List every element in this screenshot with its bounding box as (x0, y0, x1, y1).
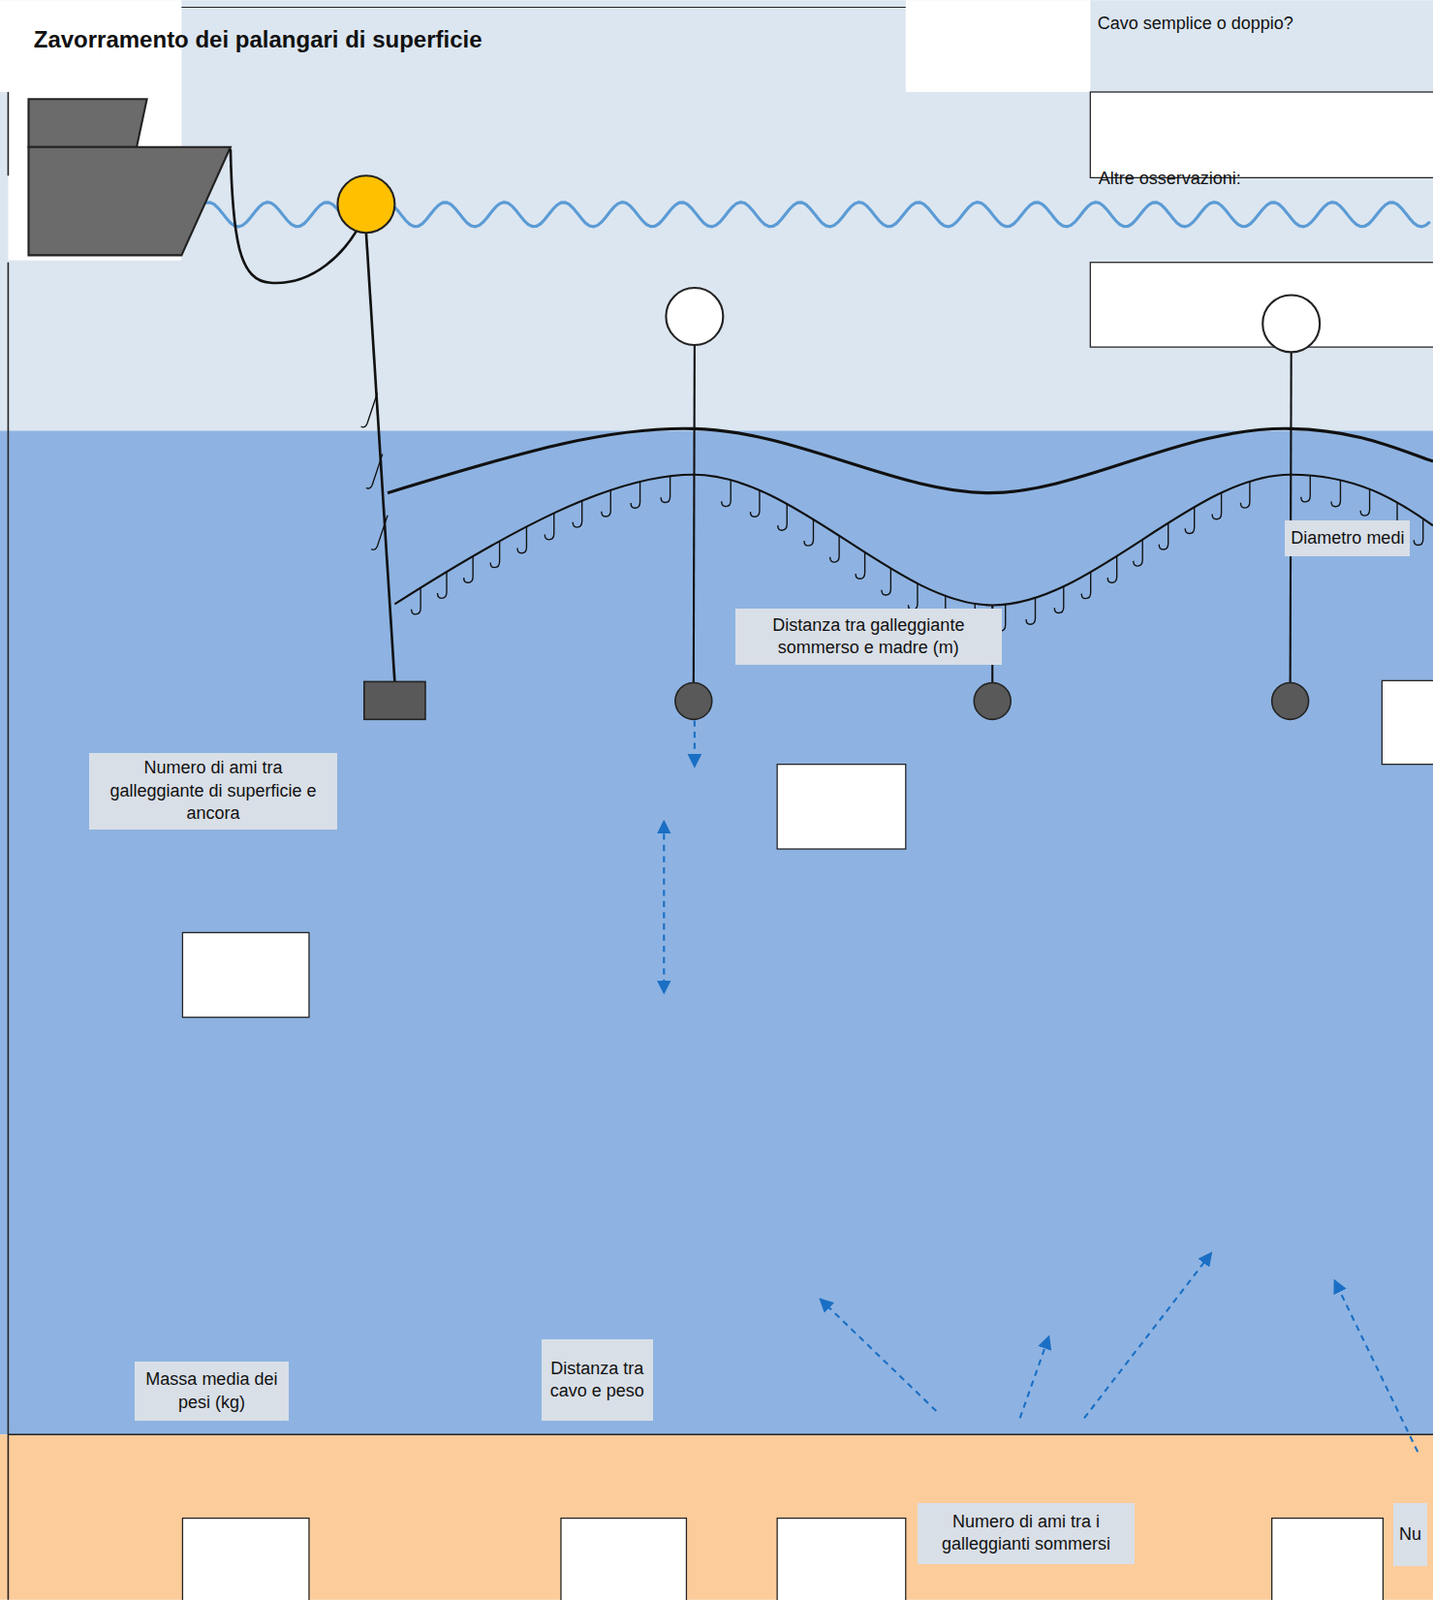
hook (830, 535, 840, 562)
hook (1081, 571, 1091, 598)
hook (371, 515, 388, 550)
white-area (905, 0, 1091, 93)
submerged-float (665, 287, 723, 345)
float-line (693, 344, 695, 683)
field-label-box: Massa media dei pesi (kg) (134, 1361, 289, 1421)
seabed-line (7, 1433, 1433, 1435)
field-label-box: Diametro medi (1284, 520, 1410, 557)
sky-band (0, 0, 1433, 431)
hook (464, 556, 473, 583)
label-text: Nu (1399, 1523, 1422, 1546)
hook (1413, 518, 1423, 545)
hook (1158, 523, 1168, 550)
hook (361, 392, 378, 427)
float-line (1290, 351, 1292, 683)
weight (1272, 682, 1309, 719)
submerged-float (1262, 294, 1320, 352)
field-label-box: Numero di ami tra i galleggianti sommers… (917, 1502, 1134, 1564)
hook (1212, 492, 1221, 519)
field-label: Cavo semplice o doppio? (1097, 13, 1294, 34)
anchor-weight (364, 681, 426, 719)
hook (517, 526, 527, 553)
label-text: Numero di ami tra galleggiante di superf… (94, 756, 333, 825)
frame-line (7, 262, 10, 1600)
hook (490, 540, 499, 567)
label-text: Numero di ami tra i galleggianti sommers… (923, 1510, 1128, 1557)
weight (973, 682, 1011, 719)
boat-cabin (28, 98, 147, 147)
hook (881, 568, 891, 595)
pointer-arrows (663, 719, 1418, 1452)
label-text: Distanza tra cavo e peso (547, 1357, 648, 1403)
frame-line (7, 92, 10, 176)
boat-hull (28, 147, 230, 256)
field-label-box: Distanza tra cavo e peso (541, 1339, 654, 1421)
hook (544, 512, 554, 539)
answer-boxes (182, 92, 1433, 1600)
hook (749, 490, 759, 517)
label-text: Massa media dei pesi (kg) (140, 1368, 283, 1414)
field-label-box: Numero di ami tra galleggiante di superf… (89, 752, 339, 830)
frame-line (181, 6, 905, 8)
hook (411, 588, 421, 615)
hook (1301, 475, 1310, 502)
label-text: Diametro medi (1290, 527, 1404, 550)
mainline-upper (387, 428, 1433, 493)
hook (660, 475, 670, 502)
mainline-lower (394, 474, 1433, 606)
hook (1360, 489, 1370, 516)
hook (778, 503, 787, 530)
hook (1184, 506, 1194, 533)
weight (675, 682, 713, 719)
hook (572, 500, 582, 528)
hook (1107, 556, 1117, 583)
hooks (361, 392, 1424, 631)
hook (855, 552, 865, 579)
label-text: Distanza tra galleggiante sommerso e mad… (741, 614, 997, 660)
hook (1054, 586, 1063, 613)
hook (601, 490, 611, 517)
hook (437, 571, 447, 598)
field-label: Altre osservazioni: (1098, 168, 1242, 189)
surface-buoy (337, 175, 395, 233)
field-label-box: Distanza tra galleggiante sommerso e mad… (735, 608, 1002, 665)
diagram-title: Zavorramento dei palangari di superficie (33, 26, 483, 54)
hook (630, 481, 640, 508)
hook (721, 479, 731, 506)
anchor-line (366, 232, 395, 682)
hook (1133, 539, 1143, 566)
sea-band (0, 430, 1433, 1434)
hook (907, 583, 917, 610)
hook (1026, 597, 1035, 624)
hook (366, 454, 383, 489)
hook (1240, 481, 1249, 508)
hook (1331, 479, 1340, 506)
field-label-box: Nu (1393, 1502, 1428, 1566)
hook (804, 519, 813, 546)
